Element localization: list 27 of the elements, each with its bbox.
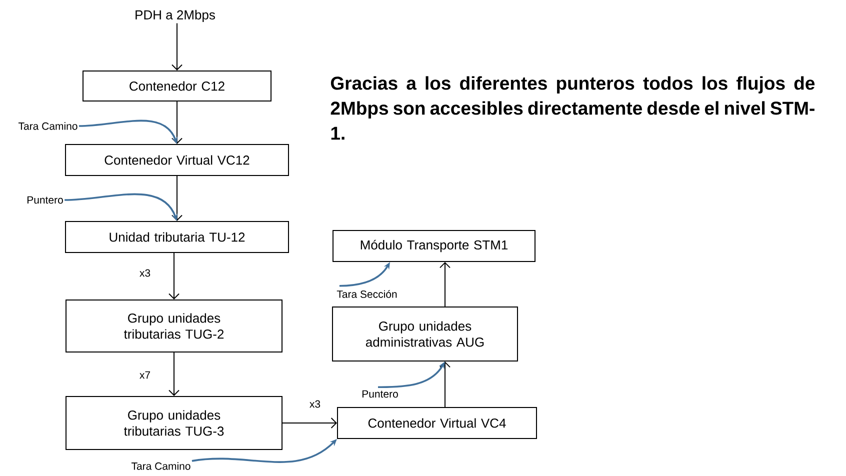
arrow <box>172 22 182 70</box>
note-paragraph: Gracias a los diferentes punteros todos los flujos de 2Mbps son accesibles directamente desde el nivel STM-1. <box>330 76 815 140</box>
process-box: Unidad tributaria TU-12 <box>65 221 289 253</box>
arrow <box>440 362 450 408</box>
label-text: Tara Sección <box>336 290 397 298</box>
arrow <box>440 262 450 307</box>
label-text: Puntero <box>27 196 63 204</box>
label-text: Tara Camino <box>18 122 78 130</box>
arrow <box>172 176 182 221</box>
process-box: Grupo unidades administrativas AUG <box>332 306 518 362</box>
edge-label: x3 <box>310 400 320 408</box>
label-text: PDH a 2Mbps <box>136 10 215 22</box>
edge-label: x3 <box>140 269 150 277</box>
process-box: Grupo unidades tributarias TUG-3 <box>66 396 282 450</box>
curved-arrow <box>192 439 337 463</box>
process-box: Contenedor Virtual VC12 <box>65 144 289 176</box>
arrow <box>168 252 180 300</box>
label-text: Tara Camino <box>131 462 190 470</box>
process-box: Grupo unidades tributarias TUG-2 <box>66 300 282 352</box>
process-box: Contenedor C12 <box>82 70 272 102</box>
label-text: Puntero <box>362 390 398 398</box>
process-box: Módulo Transporte STM1 <box>332 230 536 262</box>
edge-label: x7 <box>140 371 150 379</box>
process-box: Contenedor Virtual VC4 <box>337 407 537 439</box>
arrow <box>282 418 337 428</box>
arrow <box>172 101 182 144</box>
arrow <box>168 352 180 396</box>
